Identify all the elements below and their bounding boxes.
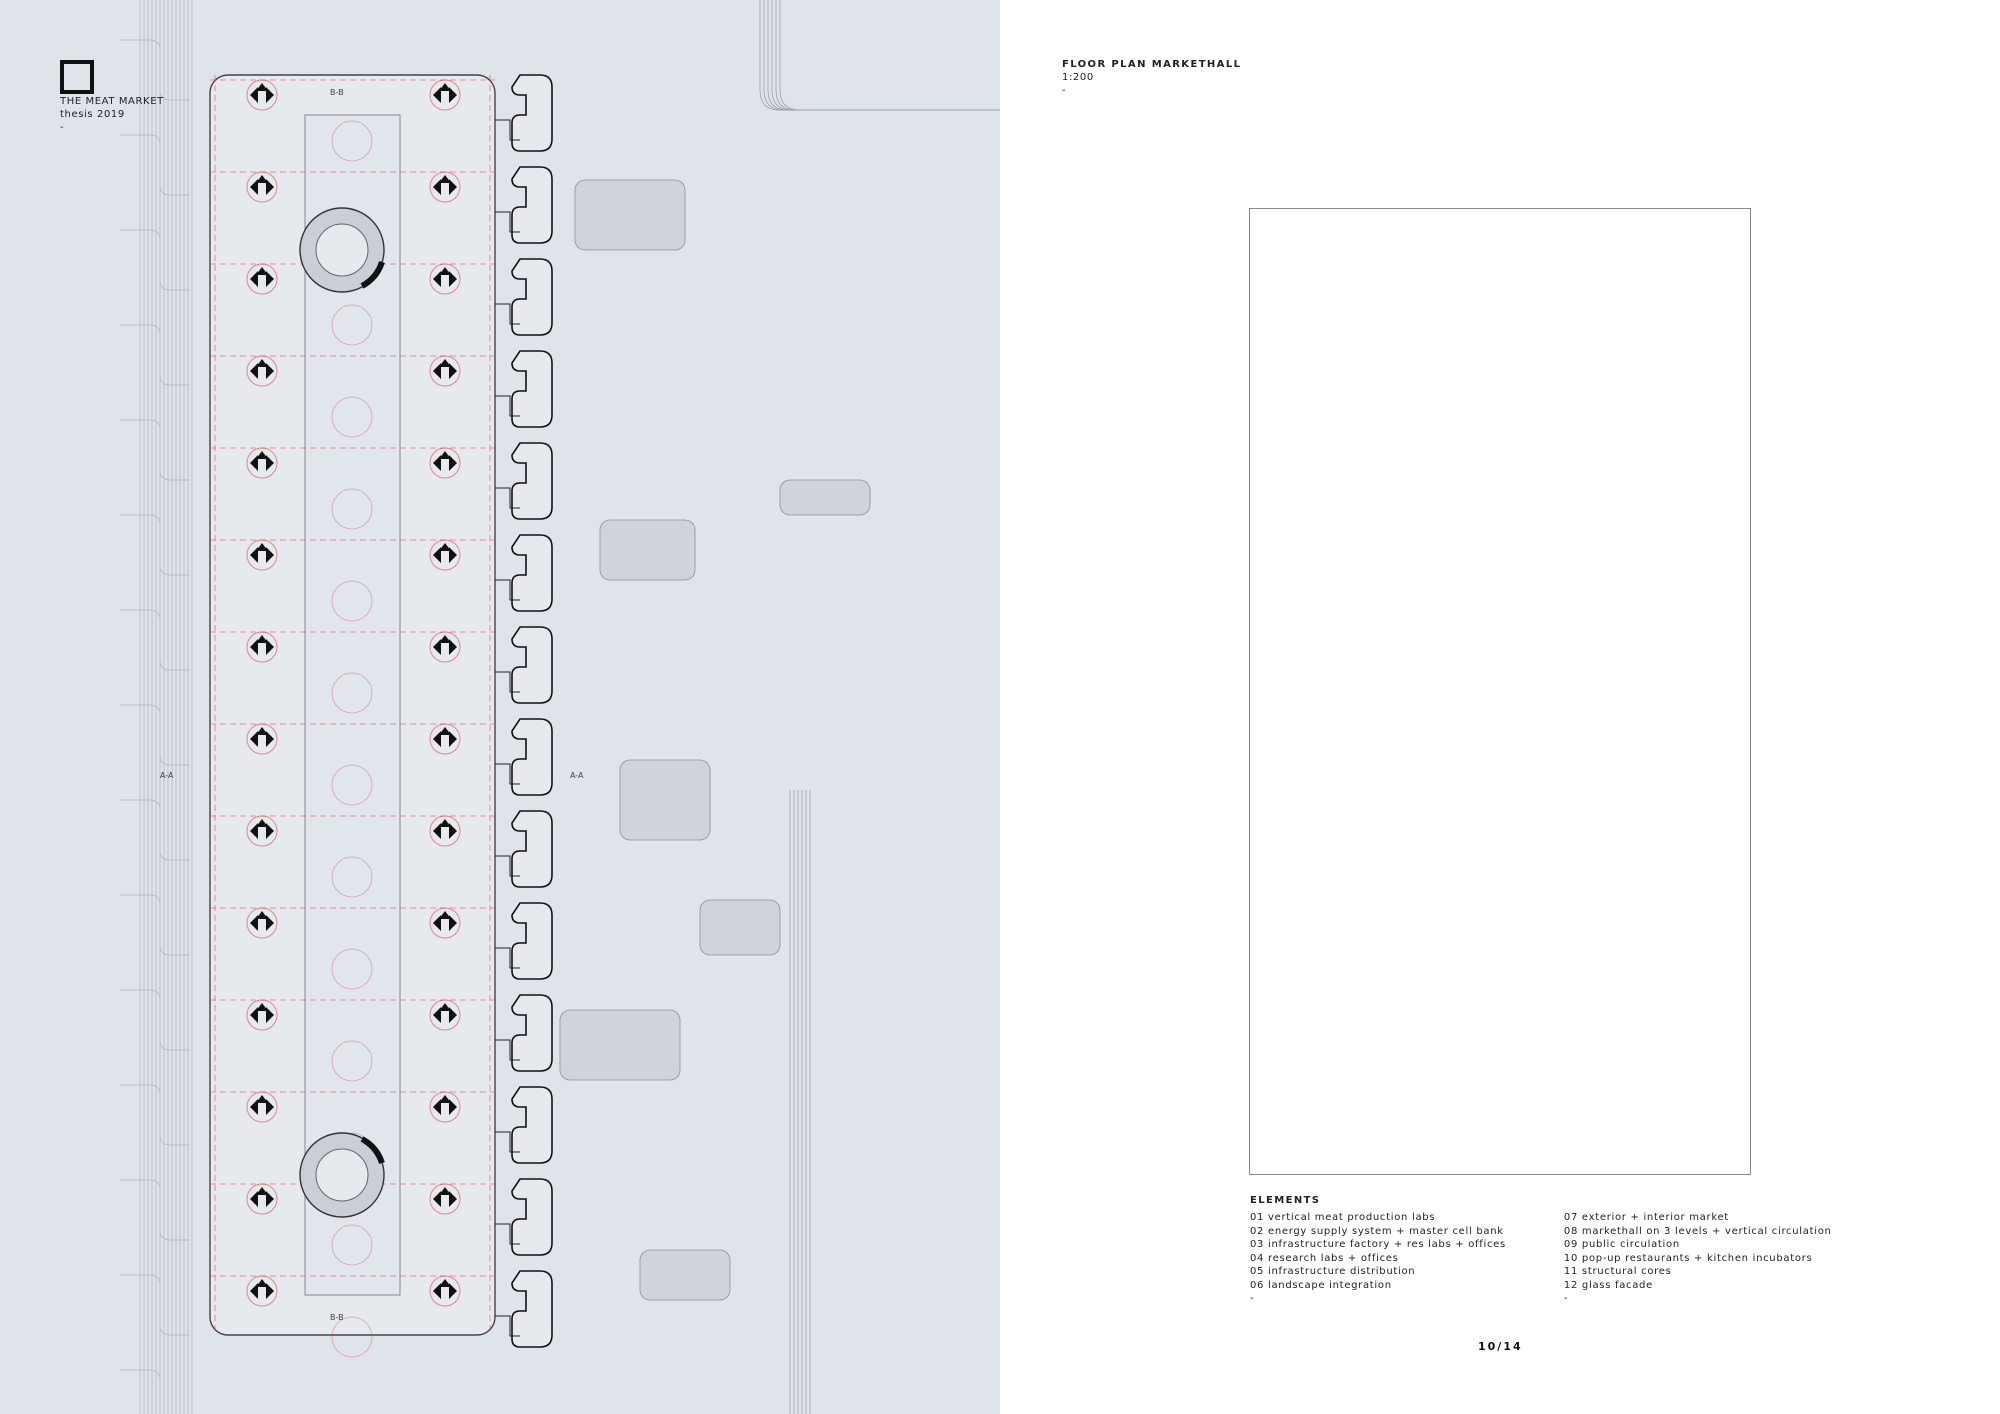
section-label: A-A [570, 771, 584, 780]
element-item: 04 research labs + offices [1250, 1252, 1399, 1264]
sheet-title: FLOOR PLAN MARKETHALL [1062, 59, 1242, 70]
circulation-core [299, 207, 385, 293]
element-item: 02 energy supply system + master cell ba… [1250, 1225, 1504, 1237]
facade-elements [511, 74, 553, 1348]
elements-column-left: 01 vertical meat production labs 02 ener… [1250, 1211, 1506, 1306]
project-subtitle: thesis 2019 [60, 109, 125, 120]
central-hall [304, 114, 401, 1296]
elements-column-right: 07 exterior + interior market 08 marketh… [1564, 1211, 1832, 1306]
elements-legend: ELEMENTS 01 vertical meat production lab… [1250, 1194, 1850, 1306]
adjacent-blocks [559, 179, 871, 1301]
elements-heading: ELEMENTS [1250, 1195, 1321, 1206]
element-item: - [1250, 1293, 1255, 1304]
east-connectors [495, 119, 520, 1337]
sheet-scale: 1:200 [1062, 72, 1094, 83]
sheet-dash: - [1062, 85, 1067, 96]
street-lines [759, 0, 1000, 1414]
element-item: 11 structural cores [1563, 1266, 1672, 1277]
project-title-block: THE MEAT MARKET thesis 2019 - [60, 95, 164, 134]
element-item: - [1563, 1293, 1569, 1304]
sheet-title-block: FLOOR PLAN MARKETHALL 1:200 - [1062, 58, 1241, 97]
element-item: 07 exterior + interior market [1563, 1212, 1729, 1223]
project-dash: - [60, 122, 65, 133]
element-item: 10 pop-up restaurants + kitchen incubato… [1563, 1252, 1813, 1264]
background-linework [120, 0, 193, 1414]
floor-plan-panel: A-A A-A B-B B-B THE MEAT MARKET thesis 2019… [0, 0, 1000, 1414]
page-number: 10/14 [1478, 1340, 1523, 1353]
market-stalls [246, 79, 461, 1358]
element-item: 09 public circulation [1563, 1239, 1680, 1250]
axonometric-panel: FLOOR PLAN MARKETHALL 1:200 - ELEMENTS 0… [1000, 0, 2000, 1414]
element-item: 06 landscape integration [1250, 1279, 1392, 1291]
element-item: 08 markethall on 3 levels + vertical cir… [1563, 1225, 1832, 1237]
floor-plan-drawing: A-A A-A B-B B-B [120, 0, 1000, 1414]
drawing-frame [1249, 208, 1751, 1175]
section-label: B-B [330, 1313, 344, 1322]
element-item: 12 glass facade [1563, 1279, 1653, 1291]
section-label: A-A [160, 771, 174, 780]
project-logo-icon [60, 60, 94, 94]
circulation-core [299, 1132, 385, 1218]
project-title: THE MEAT MARKET [60, 96, 164, 107]
section-label: B-B [330, 88, 344, 97]
element-item: 05 infrastructure distribution [1250, 1266, 1416, 1277]
structural-grid [210, 75, 495, 1335]
element-item: 01 vertical meat production labs [1250, 1212, 1436, 1223]
element-item: 03 infrastructure factory + res labs + o… [1250, 1239, 1506, 1250]
